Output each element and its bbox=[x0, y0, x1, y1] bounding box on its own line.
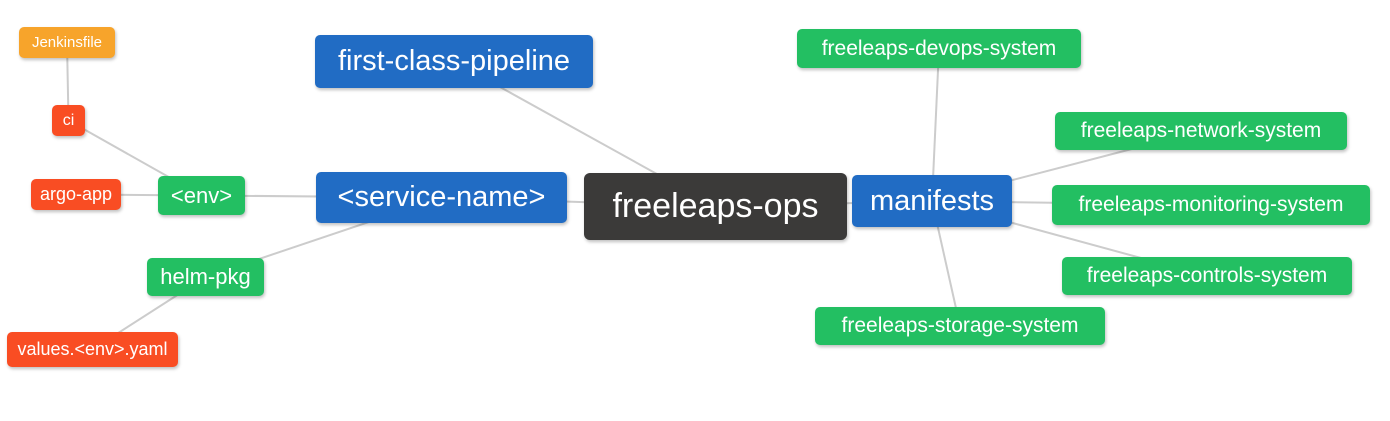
node-jenkinsfile[interactable]: Jenkinsfile bbox=[19, 27, 115, 58]
node-argo-app[interactable]: argo-app bbox=[31, 179, 121, 210]
node-freeleaps-devops-system[interactable]: freeleaps-devops-system bbox=[797, 29, 1081, 68]
node-manifests[interactable]: manifests bbox=[852, 175, 1012, 227]
node-first-class-pipeline[interactable]: first-class-pipeline bbox=[315, 35, 593, 88]
node-freeleaps-network-system[interactable]: freeleaps-network-system bbox=[1055, 112, 1347, 150]
node-freeleaps-controls-system[interactable]: freeleaps-controls-system bbox=[1062, 257, 1352, 295]
node-freeleaps-monitoring-system[interactable]: freeleaps-monitoring-system bbox=[1052, 185, 1370, 225]
node-ci[interactable]: ci bbox=[52, 105, 85, 136]
node-service-name[interactable]: <service-name> bbox=[316, 172, 567, 223]
node-env[interactable]: <env> bbox=[158, 176, 245, 215]
node-helm-pkg[interactable]: helm-pkg bbox=[147, 258, 264, 296]
node-freeleaps-ops[interactable]: freeleaps-ops bbox=[584, 173, 847, 240]
node-freeleaps-storage-system[interactable]: freeleaps-storage-system bbox=[815, 307, 1105, 345]
node-values-env-yaml[interactable]: values.<env>.yaml bbox=[7, 332, 178, 367]
